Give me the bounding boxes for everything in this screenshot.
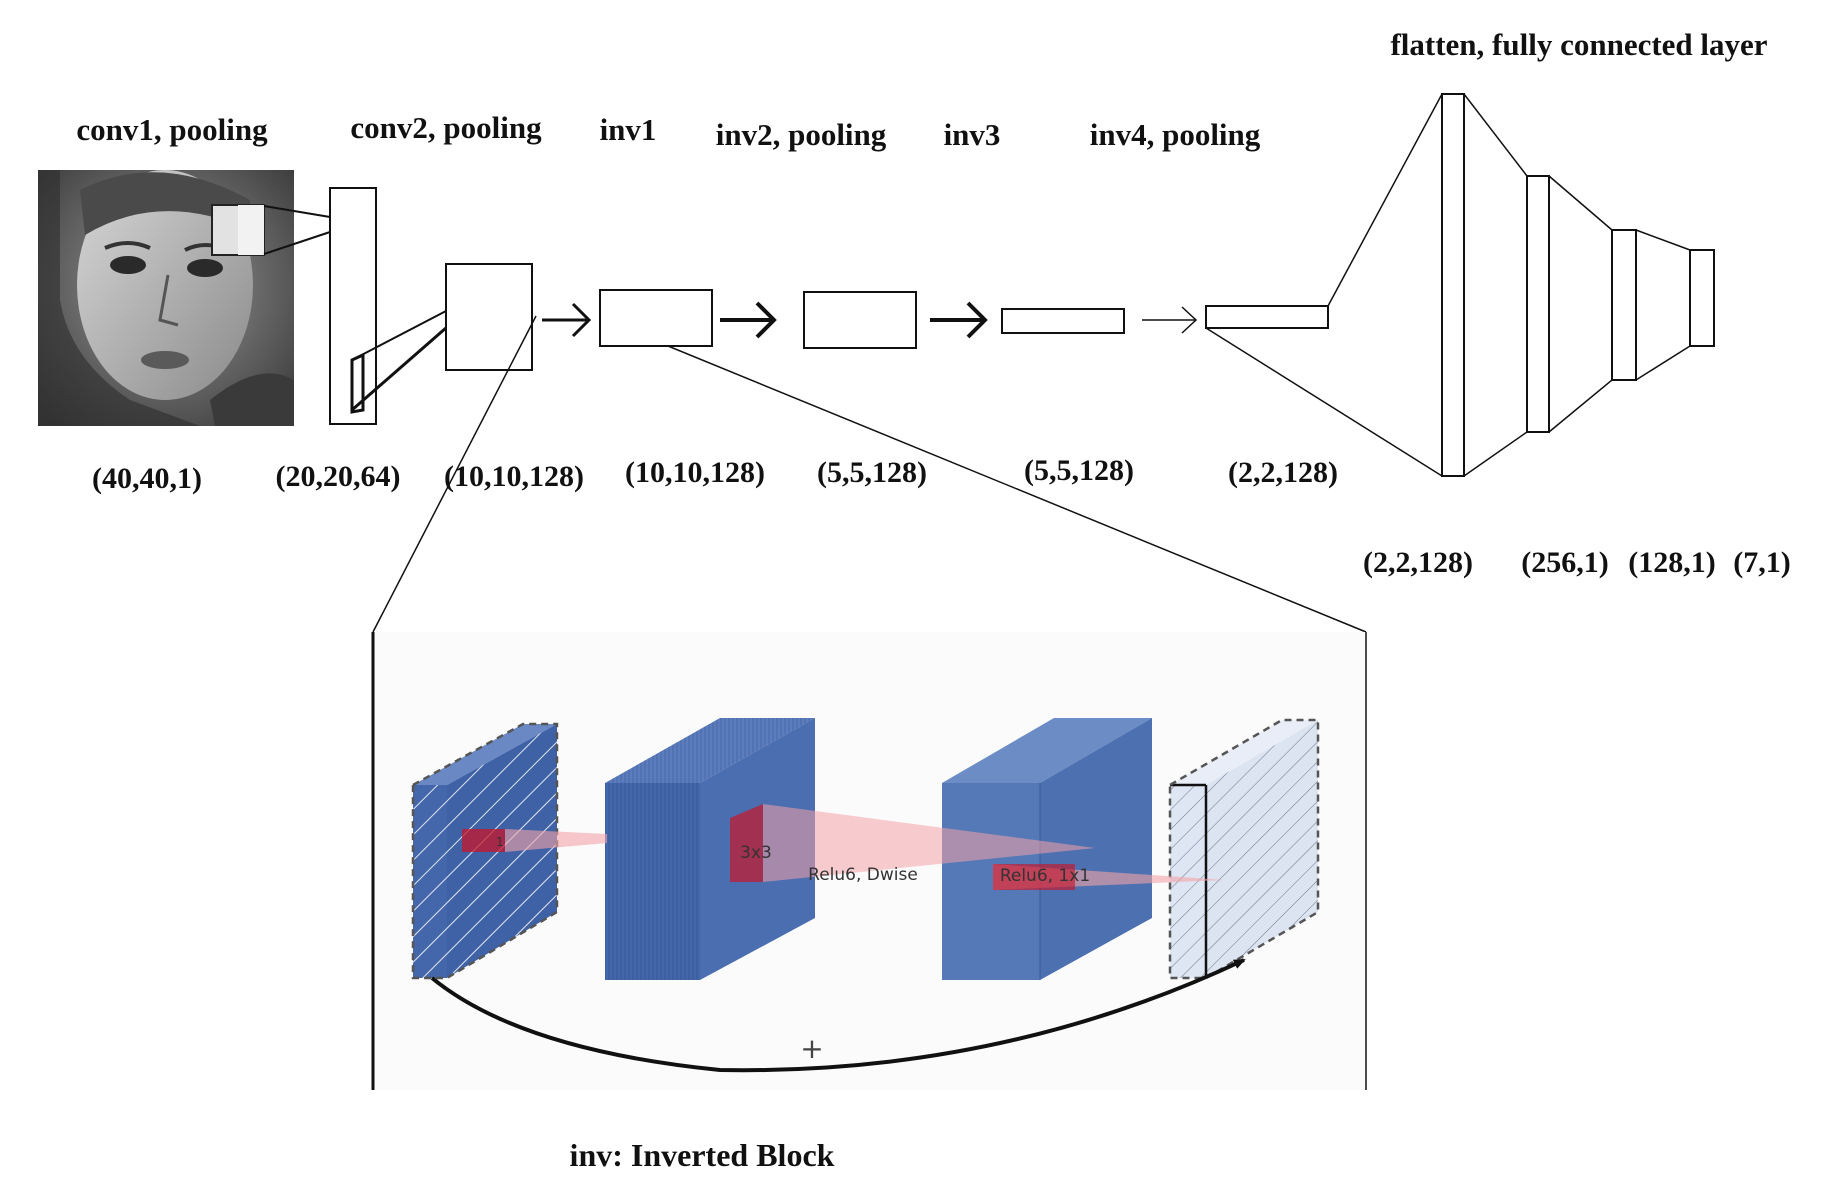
inverted-block-detail: 1 3x3 Relu6, Dwise Relu6, 1x1 +	[371, 632, 1367, 1090]
stage-label-inv1: inv1	[600, 112, 657, 147]
project-label: Relu6, 1x1	[1000, 866, 1090, 886]
shape-label-fc-7: (7,1)	[1733, 546, 1790, 579]
fc-connector	[1548, 379, 1613, 433]
fc-connector	[1548, 175, 1613, 231]
face-photo	[38, 170, 294, 426]
stage-label-inv3: inv3	[944, 117, 1001, 152]
fc-7-layer	[1689, 249, 1715, 347]
inv4-block	[1205, 305, 1329, 329]
conv2-block	[445, 263, 533, 371]
dwise-kernel-label: 3x3	[740, 843, 772, 863]
project-kernel	[993, 864, 1075, 890]
stage-label-conv2: conv2, pooling	[350, 110, 542, 145]
expand-kernel-label: 1	[496, 835, 504, 849]
detail-zoom-line	[667, 345, 1367, 633]
fc-256-layer	[1526, 175, 1550, 433]
residual-arrow	[430, 958, 1246, 1073]
fc-128-layer	[1611, 229, 1637, 381]
fc-connector	[1327, 93, 1443, 307]
shape-label-input: (40,40,1)	[92, 462, 202, 495]
shape-label-inv3: (5,5,128)	[1024, 454, 1134, 487]
arrow-right	[542, 302, 592, 338]
detail-zoom-line	[372, 315, 537, 633]
figure-caption: inv: Inverted Block	[570, 1137, 835, 1173]
shape-label-inv1: (10,10,128)	[625, 456, 765, 489]
projection-beam	[505, 829, 607, 852]
inv3-block	[1001, 308, 1125, 334]
fc-flatten-layer	[1441, 93, 1465, 477]
arrow-right	[1142, 306, 1198, 334]
shape-label-inv2: (5,5,128)	[817, 456, 927, 489]
stage-label-fc: flatten, fully connected layer	[1390, 27, 1767, 62]
fc-connector	[1205, 327, 1443, 477]
inv1-block	[599, 289, 713, 347]
shape-label-fc-128: (128,1)	[1628, 546, 1715, 579]
arrow-right	[930, 301, 988, 339]
residual-plus: +	[800, 1032, 823, 1065]
shape-label-conv1: (20,20,64)	[276, 460, 401, 493]
dwise-kernel	[730, 804, 763, 882]
fc-connector	[1463, 93, 1528, 177]
shape-label-conv2: (10,10,128)	[444, 460, 584, 493]
projection-beam	[763, 804, 1095, 882]
fc-connector	[1635, 229, 1691, 251]
dwise-label: Relu6, Dwise	[808, 865, 918, 885]
shape-label-fc-256: (256,1)	[1521, 546, 1608, 579]
shape-label-inv4: (2,2,128)	[1228, 456, 1338, 489]
inv-output-tensor	[1168, 718, 1320, 980]
fc-connector	[1635, 345, 1691, 381]
shape-label-fc-flatten: (2,2,128)	[1363, 546, 1473, 579]
arrow-right	[720, 301, 777, 339]
stage-label-inv4: inv4, pooling	[1090, 117, 1261, 152]
inv-depthwise-tensor	[942, 718, 1152, 980]
inv2-block	[803, 291, 917, 349]
stage-label-conv1: conv1, pooling	[76, 112, 268, 147]
expand-kernel	[462, 829, 505, 852]
fc-connector	[1463, 431, 1528, 477]
stage-label-inv2: inv2, pooling	[716, 117, 887, 152]
